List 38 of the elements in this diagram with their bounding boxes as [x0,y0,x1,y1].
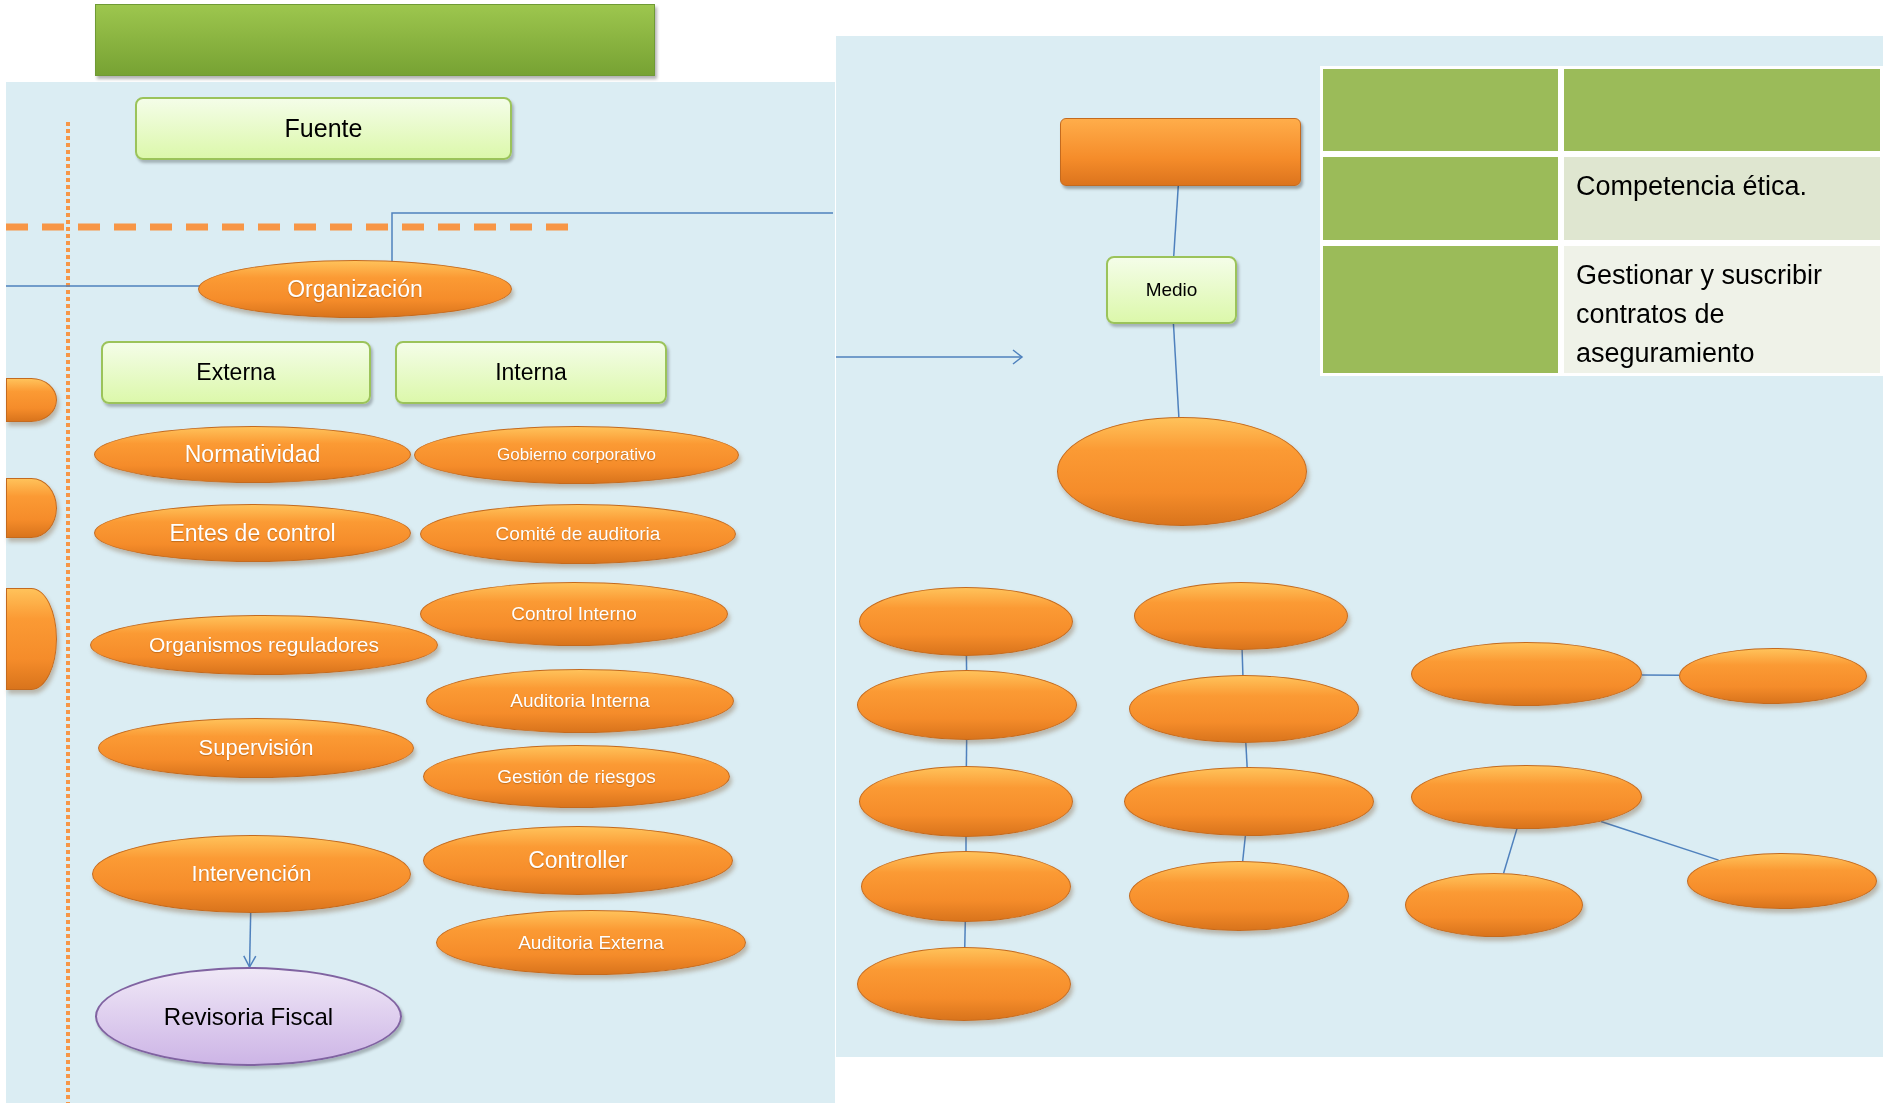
node-label: Fuente [283,114,364,143]
connector-line [1241,835,1247,862]
node-label: Normatividad [183,441,322,468]
node-label: Gobierno corporativo [496,445,657,465]
node-label: Auditoria Externa [517,931,665,954]
label-box [1106,256,1237,324]
node-label: Intervención [190,861,313,887]
connector-line [1172,185,1180,257]
label-box [395,341,667,404]
node-label: Controller [527,847,629,874]
table-cell: Gestionar y suscribir contratos de aseguramiento [1561,243,1883,376]
node-label: Auditoria Interna [509,690,651,712]
connector-line [1502,828,1518,874]
connector-line [965,739,968,767]
connector-line [1600,820,1720,861]
node-label: Revisoria Fiscal [162,1002,335,1031]
node-label: Control Interno [510,603,638,625]
label-box [135,97,512,160]
arrow [243,912,257,968]
node-label: Comité de auditoria [494,523,662,545]
node-label: Interna [494,359,568,386]
connector-line [1641,674,1680,676]
table-cell: Competencia ética. [1561,154,1883,243]
connector-line [1245,742,1248,768]
header-bar [95,4,655,76]
node-label: Gestión de riesgos [496,765,657,788]
node-label: Organismos reguladores [148,633,380,657]
header-box [1060,118,1301,186]
node-label: Externa [195,359,277,386]
label-box [101,341,371,404]
connector-line [965,836,967,852]
node-label: Organización [286,275,424,303]
connector-line [1241,649,1244,676]
node-label: Supervisión [197,735,315,761]
node-label: Entes de control [168,519,337,547]
node-label: Medio [1144,279,1199,301]
connector-line [1172,323,1180,418]
connector-line [964,921,966,948]
